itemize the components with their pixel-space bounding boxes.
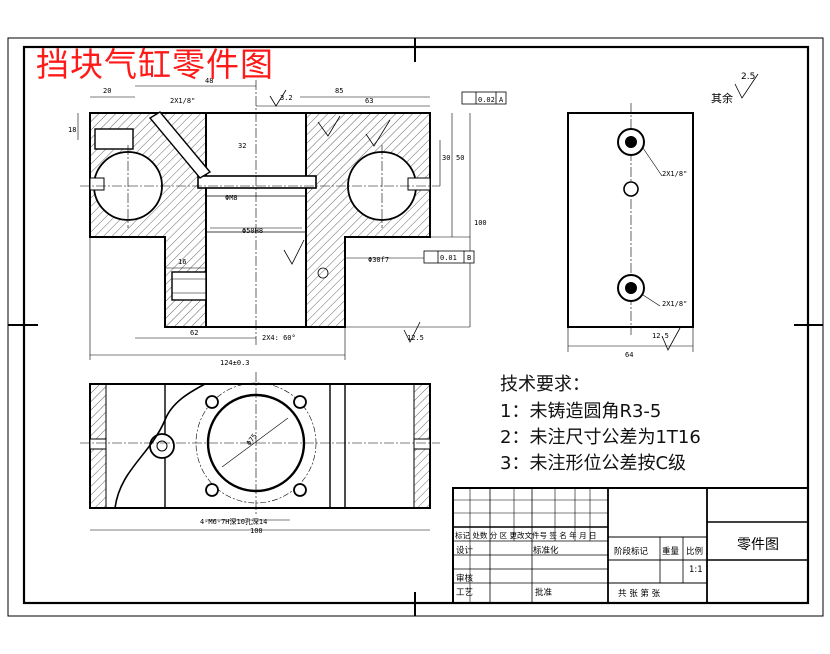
tol-ref-b: B — [467, 254, 471, 262]
requirement-2: 2：未注尺寸公差为1T16 — [500, 427, 701, 448]
side-dimension-texts: 2X1/8" 2X1/8" 64 12.5 — [625, 170, 687, 359]
dim-2x18: 2X1/8" — [170, 97, 195, 105]
requirement-1: 1：未铸造圆角R3-5 — [500, 401, 662, 422]
dim-32: 32 — [238, 142, 246, 150]
dim-50: 50 — [456, 154, 464, 162]
dim-32-surface: 3.2 — [280, 94, 293, 102]
titleblock-standardize: 标准化 — [533, 546, 559, 556]
tol-002: 0.02 — [478, 96, 495, 104]
titleblock-design: 设计 — [456, 546, 474, 556]
titleblock-ratio: 比例 — [686, 547, 704, 557]
dim-top-100: 100 — [250, 527, 263, 535]
dim-16: 16 — [178, 258, 186, 266]
titleblock-weight: 重量 — [662, 547, 680, 557]
dim-18: 18 — [68, 126, 76, 134]
dim-100: 100 — [474, 219, 487, 227]
dim-side-18a: 2X1/8" — [662, 170, 687, 178]
dim-20: 20 — [103, 87, 111, 95]
dim-thread-note: 4-M6-7H深10孔深14 — [200, 517, 267, 526]
dim-124: 124±0.3 — [220, 359, 250, 367]
dim-m8: ΦM8 — [225, 194, 238, 202]
dim-85: 85 — [335, 87, 343, 95]
dim-63: 63 — [365, 97, 373, 105]
title-block — [452, 487, 809, 604]
surface-value: 2.5 — [741, 72, 756, 82]
titleblock-part-name: 零件图 — [737, 537, 779, 553]
dim-48: 48 — [205, 77, 213, 85]
titleblock-row1: 标记 处数 分 区 更改文件号 签 名 年 月 日 — [455, 531, 597, 540]
front-section-view — [77, 80, 507, 360]
side-view — [567, 73, 759, 352]
requirements-heading: 技术要求： — [500, 374, 590, 395]
dim-30: 30 — [442, 154, 450, 162]
titleblock-sheets: 共 张 第 张 — [618, 589, 661, 599]
dim-bore: Φ50H8 — [242, 227, 263, 235]
titleblock-approve: 批准 — [535, 588, 553, 598]
dim-62: 62 — [190, 329, 198, 337]
titleblock-audit: 审核 — [456, 574, 474, 584]
top-view — [80, 372, 440, 531]
dim-125-side: 12.5 — [652, 332, 669, 340]
dim-125-front: 12.5 — [407, 334, 424, 342]
tol-001: 0.01 — [440, 254, 457, 262]
dim-64: 64 — [625, 351, 633, 359]
tol-ref-a: A — [499, 96, 504, 104]
drawing-title: 挡块气缸零件图 — [36, 45, 274, 84]
dim-phi30: Φ30f7 — [368, 256, 389, 264]
dim-side-18b: 2X1/8" — [662, 300, 687, 308]
front-dimension-texts: 20 48 2X1/8" 85 63 0.02 A 18 32 30 50 ΦM… — [68, 77, 504, 367]
requirement-3: 3：未注形位公差按C级 — [500, 453, 687, 474]
surface-note: 其余 — [711, 92, 733, 105]
titleblock-scale: 1:1 — [689, 565, 703, 575]
centering-marks — [8, 38, 823, 616]
titleblock-process: 工艺 — [456, 588, 474, 598]
dim-angle: 2X4: 60° — [262, 334, 296, 342]
titleblock-stage-mark: 阶段标记 — [614, 547, 649, 557]
